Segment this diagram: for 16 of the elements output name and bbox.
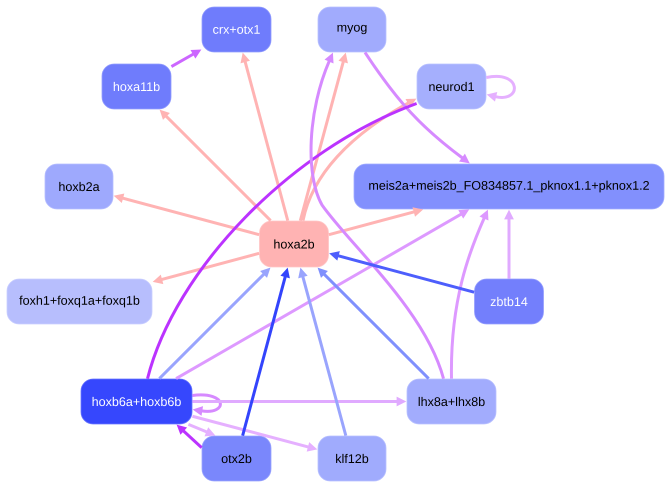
- gene-box: klf12b: [318, 436, 386, 482]
- gene-box: myog: [318, 6, 386, 52]
- connector-line: [146, 102, 418, 380]
- gene-box: crx+otx1: [202, 6, 272, 52]
- gene-box: zbtb14: [474, 278, 544, 324]
- gene-box: hoxa11b: [102, 64, 172, 110]
- loop-arrow: [192, 393, 222, 416]
- gene-box: lhx8a+lhx8b: [406, 378, 496, 424]
- gene-box: hoxb2a: [44, 164, 114, 210]
- gene-box: meis2a+meis2b_FO834857.1_pknox1.1+pknox1.2: [354, 164, 664, 210]
- loop-arrow: [486, 74, 516, 102]
- gene-box: neurod1: [416, 64, 486, 110]
- gene-box: otx2b: [202, 436, 272, 482]
- gene-box: hoxa2b: [259, 220, 329, 268]
- gene-box: foxh1+foxq1a+foxq1b: [6, 278, 152, 324]
- gene-box: hoxb6a+hoxb6b: [80, 378, 192, 424]
